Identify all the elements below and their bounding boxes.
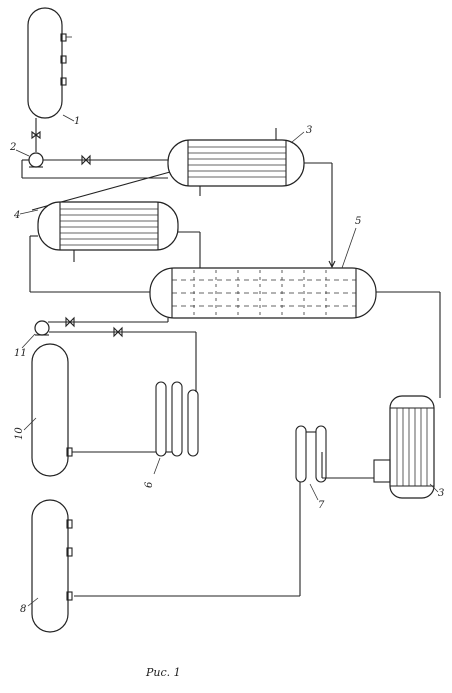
heat-exchanger-6 <box>155 381 199 457</box>
label-exchanger-3: 3 <box>306 125 312 136</box>
valve-c <box>65 316 75 328</box>
label-pump-2: 2 <box>9 142 16 153</box>
label-exchanger-6: 6 <box>144 481 155 488</box>
valve-b <box>81 154 91 166</box>
label-tank-10: 10 <box>14 427 25 440</box>
heat-exchanger-4 <box>37 201 179 262</box>
figure-caption: Рис. 1 <box>145 666 181 679</box>
label-exchanger-7: 7 <box>318 500 325 511</box>
label-tank-8: 8 <box>20 604 26 615</box>
label-tank-1: 1 <box>74 116 80 127</box>
heat-exchanger-3 <box>167 128 305 196</box>
heater-3 <box>373 395 435 499</box>
label-column-5: 5 <box>355 216 361 227</box>
label-heater-3: 3 <box>438 488 444 499</box>
pump-2 <box>28 152 44 168</box>
heat-exchanger-7 <box>295 425 327 483</box>
tank-1 <box>27 7 72 119</box>
tank-8 <box>31 499 73 633</box>
valve-d <box>113 326 123 338</box>
label-exchanger-4: 4 <box>13 210 20 221</box>
valve-a <box>31 130 41 140</box>
label-pump-11: 11 <box>14 348 27 359</box>
tank-10 <box>31 343 73 477</box>
pump-11 <box>34 320 50 336</box>
column-5 <box>149 267 377 319</box>
